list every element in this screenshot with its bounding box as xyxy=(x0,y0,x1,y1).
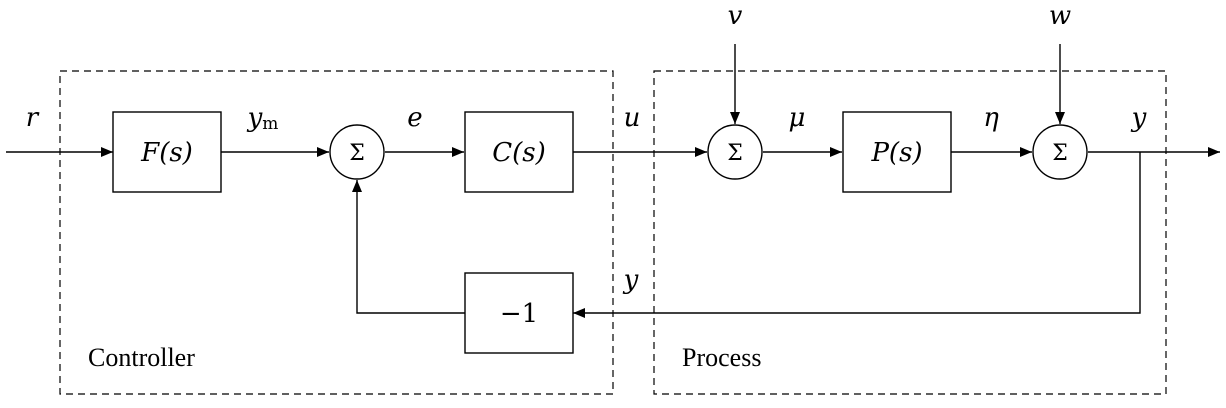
signal-mu-label: μ xyxy=(789,103,806,133)
sum-junction-input-disturbance xyxy=(707,124,763,180)
sum-junction-error-symbol: Σ xyxy=(349,141,365,166)
signal-eta-label: η xyxy=(983,103,999,133)
wire-feedback-neg xyxy=(352,180,465,314)
signal-v-label: v xyxy=(728,1,743,31)
block-c-label: C(s) xyxy=(492,138,546,168)
process-boundary xyxy=(653,70,1167,395)
block-f-label: F(s) xyxy=(140,138,193,168)
sum-junction-error xyxy=(329,124,385,180)
controller-boundary xyxy=(59,70,614,395)
signal-u-label: u xyxy=(624,103,641,133)
block-f xyxy=(112,111,222,193)
block-c xyxy=(464,111,574,193)
signal-w-label: w xyxy=(1049,1,1071,31)
block-p-label: P(s) xyxy=(870,138,922,168)
sum-junction-output-disturbance xyxy=(1032,124,1088,180)
signal-y-feedback-label: y xyxy=(623,265,639,295)
signal-ym-label: ym xyxy=(247,103,279,134)
process-group-label: Process xyxy=(682,343,761,372)
controller-group-label: Controller xyxy=(88,343,195,372)
block-neg-one-label: −1 xyxy=(500,299,538,329)
signal-e-label: e xyxy=(407,103,422,133)
signal-y-output-label: y xyxy=(1131,103,1147,133)
signal-r-label: r xyxy=(26,103,40,133)
wire-feedback-y xyxy=(573,152,1141,318)
block-p xyxy=(842,111,952,193)
block-neg-one xyxy=(464,272,574,354)
sum-junction-input-disturbance-symbol: Σ xyxy=(727,141,743,166)
sum-junction-output-disturbance-symbol: Σ xyxy=(1052,141,1068,166)
